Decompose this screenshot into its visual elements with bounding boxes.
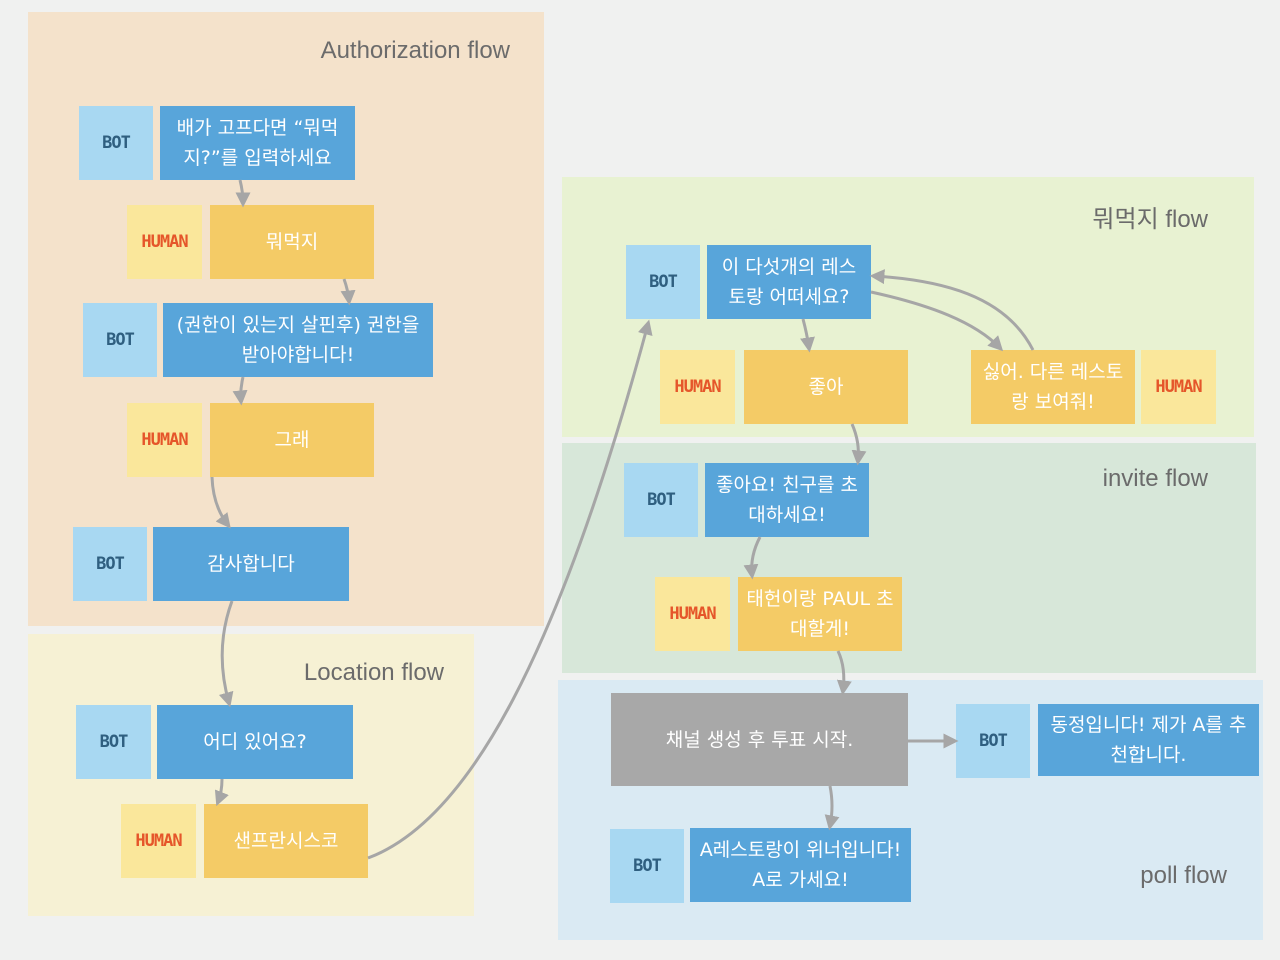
human-message: 뭐먹지 (210, 205, 374, 279)
bot-message: 이 다섯개의 레스토랑 어떠세요? (707, 245, 871, 319)
bot-message: 동정입니다! 제가 A를 추천합니다. (1038, 704, 1259, 776)
invite-flow-title: invite flow (1102, 465, 1208, 492)
human-message: 태헌이랑 PAUL 초대할게! (738, 577, 902, 651)
bot-tag: BOT (79, 106, 153, 180)
bot-message: A레스토랑이 위너입니다! A로 가세요! (690, 828, 911, 902)
mwomeokji-flow-title: 뭐먹지 flow (1092, 206, 1208, 233)
human-message: 싫어. 다른 레스토랑 보여줘! (971, 350, 1135, 424)
human-tag: HUMAN (121, 804, 196, 878)
human-message: 샌프란시스코 (204, 804, 368, 878)
system-message: 채널 생성 후 투표 시작. (611, 693, 908, 786)
bot-tag: BOT (83, 303, 157, 377)
bot-tag: BOT (76, 705, 151, 779)
human-message: 그래 (210, 403, 374, 477)
location-flow-title: Location flow (303, 659, 444, 686)
bot-message: 배가 고프다면 “뭐먹지?”를 입력하세요 (160, 106, 355, 180)
bot-message: (권한이 있는지 살핀후) 권한을 받아야합니다! (163, 303, 433, 377)
human-tag: HUMAN (127, 205, 202, 279)
bot-tag: BOT (624, 463, 698, 537)
bot-message: 감사합니다 (153, 527, 349, 601)
poll-flow-title: poll flow (1140, 862, 1227, 889)
bot-tag: BOT (610, 829, 684, 903)
human-tag: HUMAN (1141, 350, 1216, 424)
human-tag: HUMAN (127, 403, 202, 477)
bot-message: 어디 있어요? (157, 705, 353, 779)
bot-message: 좋아요! 친구를 초대하세요! (705, 463, 869, 537)
bot-tag: BOT (73, 527, 147, 601)
authorization-flow-title: Authorization flow (320, 37, 510, 64)
human-tag: HUMAN (655, 577, 730, 651)
bot-tag: BOT (626, 245, 700, 319)
bot-tag: BOT (956, 704, 1030, 778)
human-tag: HUMAN (660, 350, 735, 424)
human-message: 좋아 (744, 350, 908, 424)
